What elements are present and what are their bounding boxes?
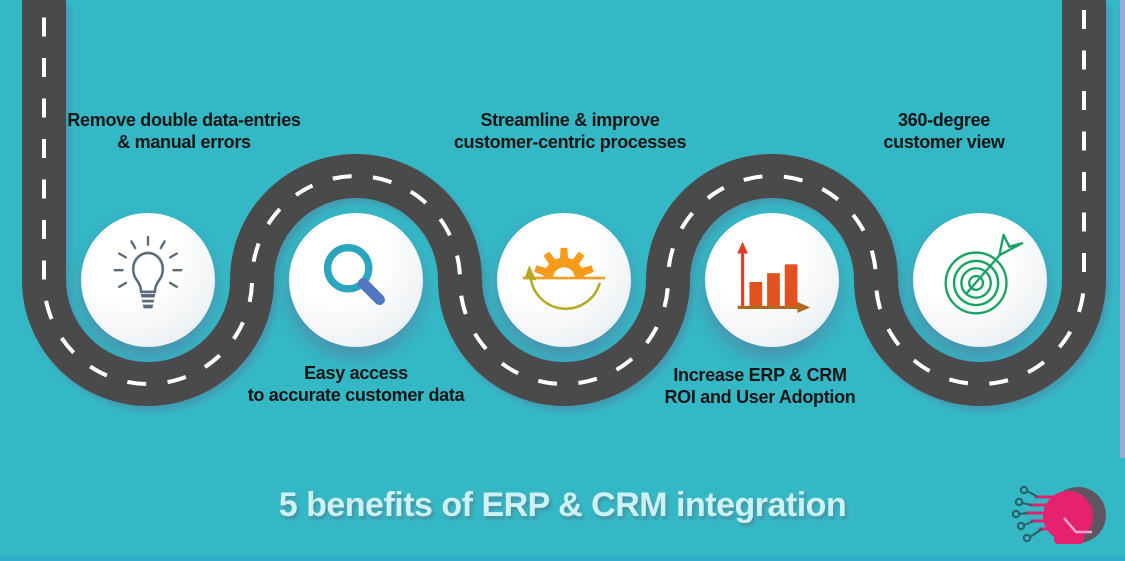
- circuit-brand-logo: [1012, 485, 1106, 544]
- bottom-edge-strip: [0, 557, 1125, 561]
- gear-refresh-icon: [522, 247, 606, 310]
- target-arrow-icon: [944, 233, 1024, 315]
- right-edge-strip: [1120, 0, 1125, 458]
- label-line: customer view: [883, 131, 1005, 152]
- benefit-label-increase-roi: Increase ERP & CRM ROI and User Adoption: [620, 365, 900, 408]
- label-line: ROI and User Adoption: [664, 386, 856, 407]
- benefit-label-easy-access: Easy access to accurate customer data: [216, 363, 496, 406]
- benefit-circle-increase-roi: [705, 213, 839, 347]
- lightbulb-icon: [113, 235, 183, 309]
- label-line: Remove double data-entries: [67, 110, 301, 130]
- benefit-label-customer-360: 360-degree customer view: [814, 110, 1074, 153]
- benefit-label-remove-errors: Remove double data-entries & manual erro…: [52, 110, 316, 153]
- magnifying-glass-icon: [323, 243, 385, 305]
- benefit-label-streamline: Streamline & improve customer-centric pr…: [420, 110, 720, 153]
- benefit-circle-easy-access: [289, 213, 423, 347]
- label-line: 360-degree: [897, 110, 991, 130]
- label-line: & manual errors: [117, 131, 251, 152]
- benefit-circle-streamline: [497, 213, 631, 347]
- benefit-circle-remove-errors: [81, 213, 215, 347]
- label-line: customer-centric processes: [453, 131, 687, 152]
- label-line: Increase ERP & CRM: [673, 365, 847, 385]
- label-line: to accurate customer data: [247, 384, 465, 405]
- label-line: Streamline & improve: [480, 110, 660, 130]
- label-line: Easy access: [304, 363, 408, 383]
- bar-chart-icon: [737, 241, 811, 313]
- page-title: 5 benefits of ERP & CRM integration: [278, 486, 847, 524]
- benefit-circle-customer-360: [913, 213, 1047, 347]
